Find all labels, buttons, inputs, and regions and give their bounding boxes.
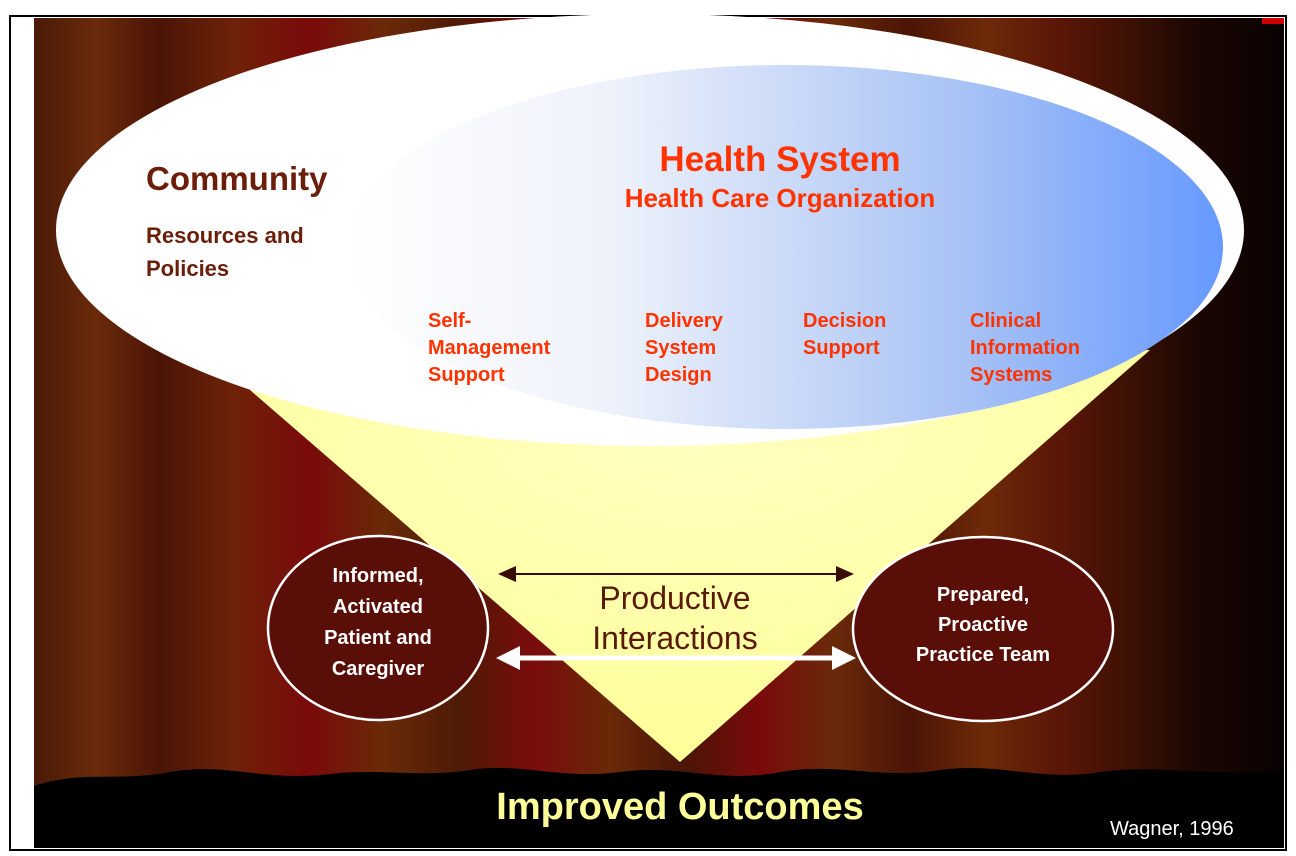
health-system-ellipse bbox=[347, 65, 1223, 429]
interaction-arrow-bottom bbox=[496, 646, 856, 670]
component-self-management-support: Self- Management Support bbox=[428, 310, 551, 386]
productive-interactions-line1: Productive bbox=[599, 580, 751, 616]
team-ellipse bbox=[851, 535, 1115, 723]
team-label: Prepared, Proactive Practice Team bbox=[915, 584, 1051, 666]
patient-ellipse bbox=[266, 534, 490, 722]
component-clinical-information-systems: Clinical Information Systems bbox=[970, 310, 1080, 386]
component-delivery-system-design: Delivery System Design bbox=[645, 310, 723, 386]
health-system-subtitle: Health Care Organization bbox=[624, 183, 936, 213]
improved-outcomes: Improved Outcomes bbox=[496, 786, 864, 828]
interaction-arrow-top bbox=[498, 566, 854, 582]
light-cone bbox=[250, 350, 1150, 762]
community-title: Community bbox=[146, 160, 328, 197]
productive-interactions-line2: Interactions bbox=[592, 620, 758, 656]
community-subtitle-line1: Resources and bbox=[146, 223, 304, 248]
component-decision-support: Decision Support bbox=[803, 310, 887, 359]
stage-floor bbox=[34, 767, 1284, 848]
citation: Wagner, 1996 bbox=[1110, 818, 1234, 840]
community-subtitle-line2: Policies bbox=[146, 256, 230, 281]
patient-label: Informed, Activated Patient and Caregive… bbox=[324, 565, 432, 680]
red-corner-accent bbox=[1262, 18, 1284, 24]
health-system-title: Health System bbox=[659, 140, 901, 179]
